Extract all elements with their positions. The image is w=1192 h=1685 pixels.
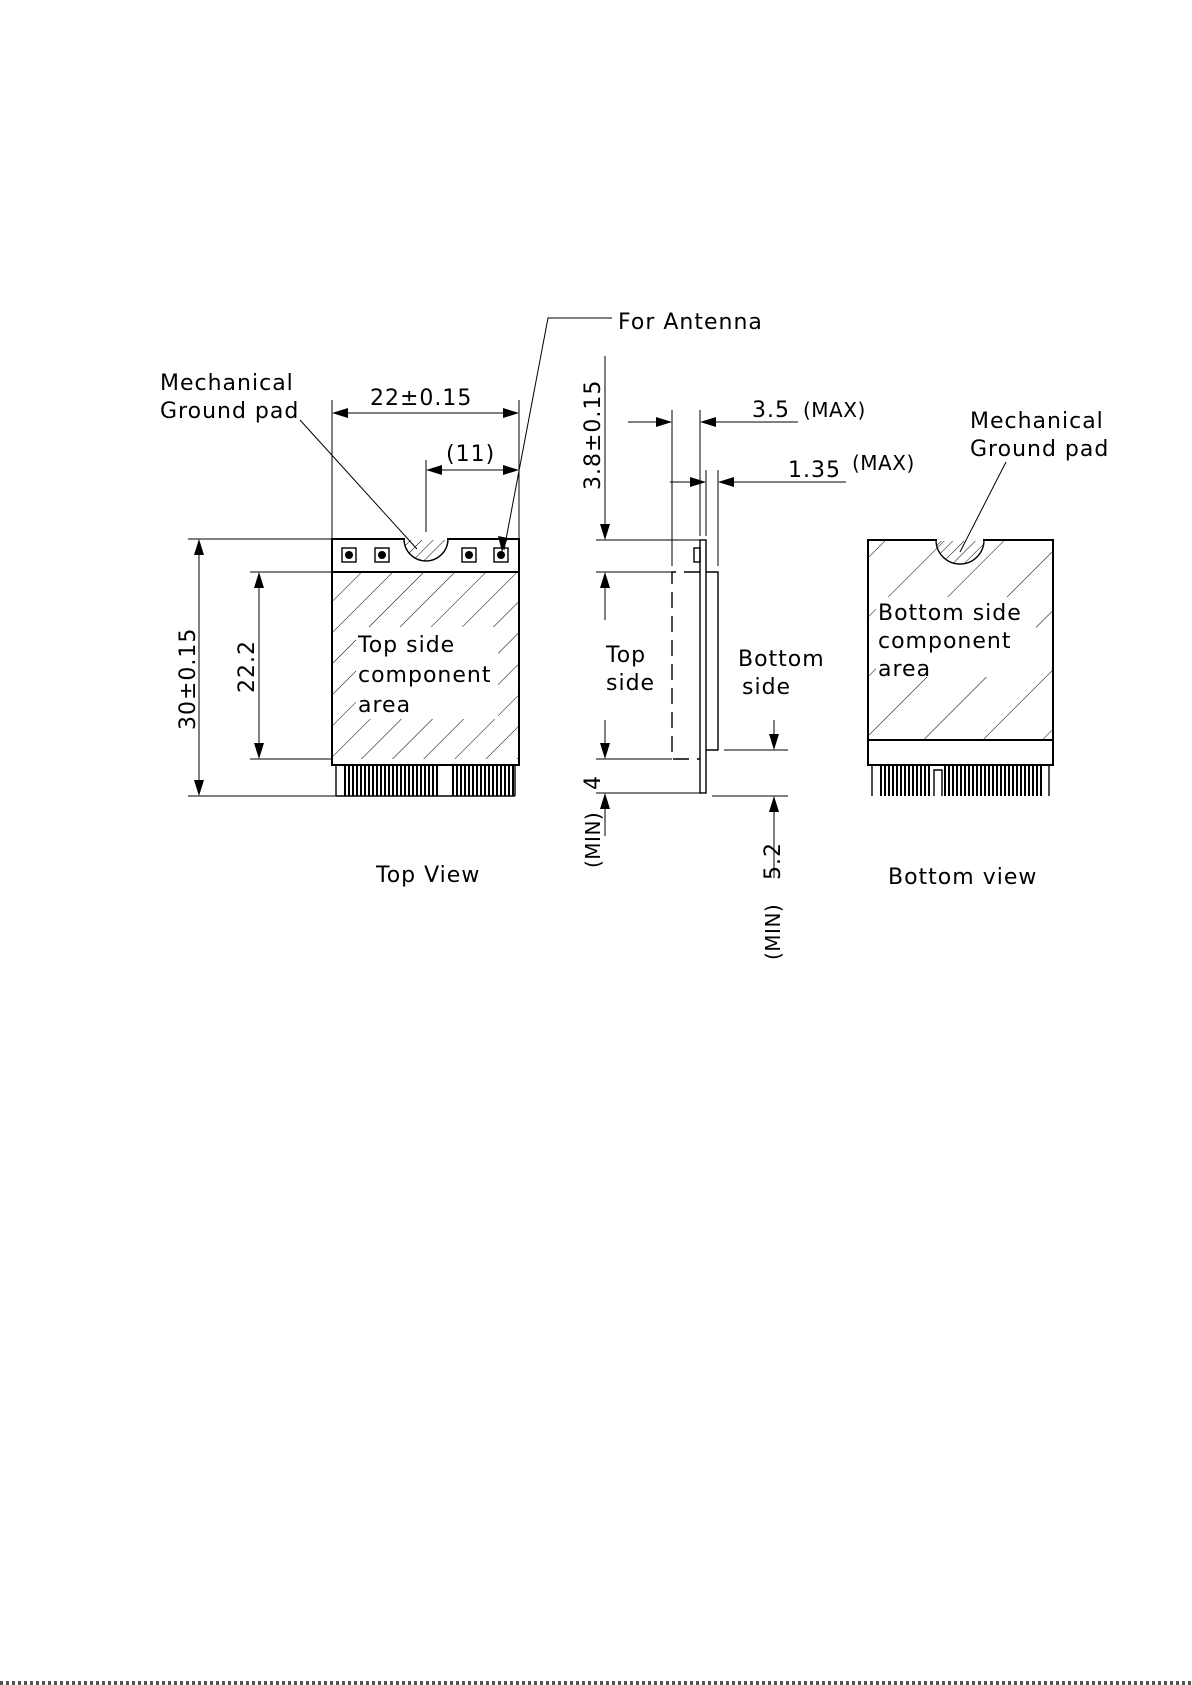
edge-connector-bottom (872, 765, 1049, 796)
edge-connector (336, 765, 515, 796)
dim-thickness-bottom-note: (MAX) (852, 451, 915, 475)
top-side-area-label-line3: area (358, 693, 411, 718)
dim-component-height: 22.2 (235, 640, 260, 693)
dim-gap-top: 4 (581, 775, 606, 790)
bottom-side-area-label-line2: component (878, 629, 1011, 654)
dim-height: 30±0.15 (176, 628, 201, 730)
dim-half-width: (11) (446, 442, 495, 467)
mech-ground-pad-bottom-label-line2: Ground pad (970, 437, 1109, 462)
dim-thickness-top: 3.5 (752, 398, 790, 423)
side-view: 3.8±0.15 3.5 (MAX) 1.35 (MAX) 4 (MIN) (581, 356, 915, 960)
dim-gap-bottom: 5.2 (761, 842, 786, 880)
dim-gap-top-note: (MIN) (581, 812, 605, 868)
top-side-area-label-line1: Top side (357, 633, 455, 658)
dim-thickness-top-note: (MAX) (803, 398, 866, 422)
top-side-label-line1: Top (605, 643, 646, 668)
top-side-envelope (672, 572, 700, 759)
bottom-side-label-line1: Bottom (738, 647, 825, 672)
mech-ground-pad-bottom-label-line1: Mechanical (970, 409, 1104, 434)
bottom-side-label-line2: side (742, 675, 791, 700)
page-edge-strip (0, 1681, 1192, 1685)
bottom-view-title: Bottom view (888, 865, 1037, 890)
bottom-side-area-label-line1: Bottom side (878, 601, 1022, 626)
top-side-area-label-line2: component (358, 663, 491, 688)
dim-thickness-bottom: 1.35 (788, 458, 841, 483)
dim-width: 22±0.15 (370, 386, 472, 411)
bottom-view: Mechanical Ground pad Bottom side compon… (868, 409, 1109, 890)
side-view-pcb (700, 540, 706, 793)
dim-gap-bottom-note: (MIN) (761, 904, 785, 960)
mech-ground-pad-label-line1: Mechanical (160, 371, 294, 396)
bottom-side-envelope (706, 572, 718, 750)
for-antenna-label: For Antenna (618, 310, 763, 335)
mech-ground-pad-label-line2: Ground pad (160, 399, 299, 424)
top-side-label-line2: side (606, 671, 655, 696)
top-view-title: Top View (375, 863, 480, 888)
dim-top-clearance: 3.8±0.15 (581, 380, 606, 490)
bottom-side-area-label-line3: area (878, 657, 931, 682)
